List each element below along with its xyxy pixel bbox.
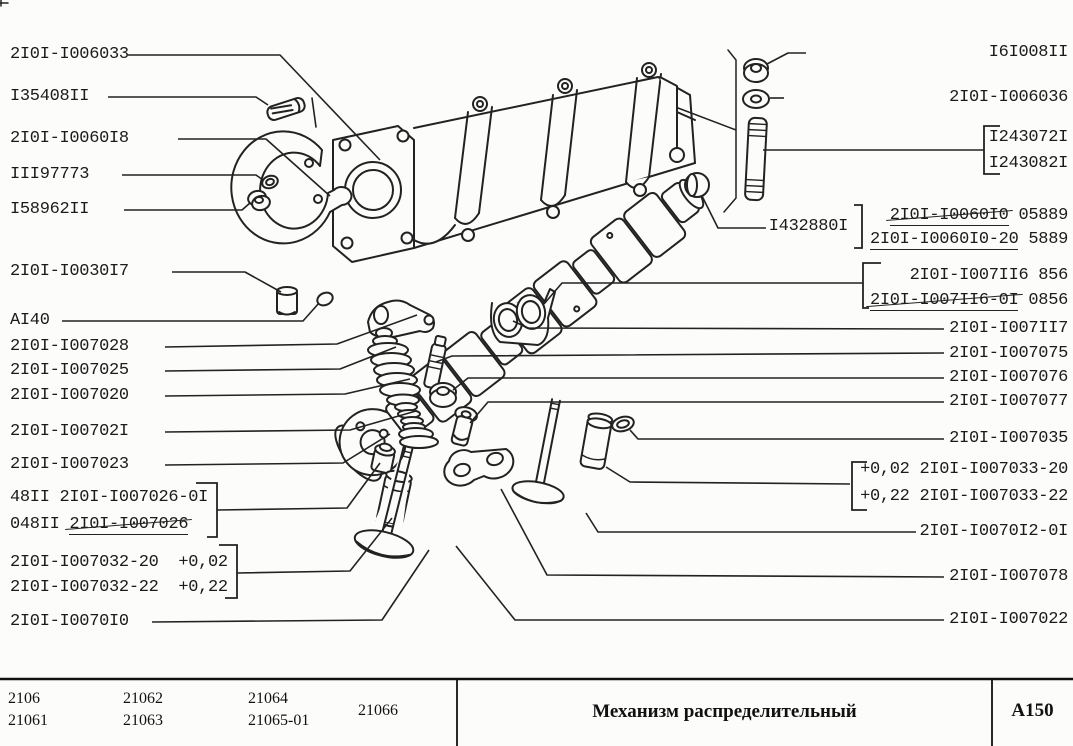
part-label-right-11: 2I0I-I007076 xyxy=(949,368,1068,387)
spring-plate xyxy=(443,448,515,487)
part-label-right-6: 2I0I-I0060I0-20 5889 xyxy=(869,230,1068,250)
part-label-left-15: 2I0I-I007032-22 +0,22 xyxy=(10,578,228,597)
part-label-right-5: 2I0I-I0060I0 05889 xyxy=(889,206,1068,226)
model-number: 21062 xyxy=(123,690,163,707)
part-label-left-6: AI40 xyxy=(10,311,50,330)
corner-mark-icon xyxy=(0,0,9,7)
leader-lines xyxy=(62,52,984,623)
part-label-left-10: 2I0I-I00702I xyxy=(10,422,129,441)
part-label-left-13: 048II 2I0I-I007026 xyxy=(10,515,189,535)
part-label-left-12: 48II 2I0I-I007026-0I xyxy=(10,488,209,507)
dowel-pin xyxy=(266,97,317,128)
part-label-right-1: 2I0I-I006036 xyxy=(949,88,1068,107)
part-label-right-18: 2I0I-I007022 xyxy=(949,610,1068,629)
cam-plug xyxy=(684,172,710,198)
stud-assembly xyxy=(677,49,770,213)
grouping-brackets xyxy=(196,125,1000,599)
small-nut xyxy=(247,189,271,212)
bushing xyxy=(276,286,298,316)
lock-nut xyxy=(429,382,457,408)
part-label-left-2: 2I0I-I0060I8 xyxy=(10,129,129,148)
model-number: 21065-01 xyxy=(248,712,310,729)
part-label-right-7: 2I0I-I007II6 856 xyxy=(909,266,1069,285)
part-label-left-9: 2I0I-I007020 xyxy=(10,386,129,405)
part-label-right-16: 2I0I-I0070I2-0I xyxy=(919,522,1068,541)
part-label-right-3: I243082I xyxy=(988,154,1069,173)
part-label-right-4: I432880I xyxy=(768,217,849,236)
part-label-right-2: I243072I xyxy=(988,128,1069,147)
part-label-right-12: 2I0I-I007077 xyxy=(949,392,1068,411)
part-label-right-0: I6I008II xyxy=(988,43,1069,62)
model-number: 21064 xyxy=(248,690,288,707)
model-number: 21063 xyxy=(123,712,163,729)
rocker-support xyxy=(490,288,556,346)
part-label-left-16: 2I0I-I0070I0 xyxy=(10,612,129,631)
part-label-left-0: 2I0I-I006033 xyxy=(10,45,129,64)
camshaft-housing xyxy=(332,62,696,263)
part-label-right-10: 2I0I-I007075 xyxy=(949,344,1068,363)
part-label-right-14: +0,02 2I0I-I007033-20 xyxy=(860,460,1068,479)
part-label-right-8: 2I0I-I007II6-0I 0856 xyxy=(869,291,1068,311)
part-label-left-7: 2I0I-I007028 xyxy=(10,337,129,356)
seal-ring xyxy=(611,415,635,433)
part-label-left-5: 2I0I-I0030I7 xyxy=(10,262,129,281)
bearing-pellet xyxy=(316,291,334,307)
page-code: А150 xyxy=(1011,700,1054,721)
model-number: 21061 xyxy=(8,712,48,729)
tappet-bolt xyxy=(450,406,478,447)
part-label-left-8: 2I0I-I007025 xyxy=(10,361,129,380)
part-label-right-13: 2I0I-I007035 xyxy=(949,429,1068,448)
intake-valve xyxy=(353,445,415,559)
section-title: Механизм распределительный xyxy=(592,701,857,722)
exhaust-valve xyxy=(511,398,565,505)
footer-table-borders xyxy=(0,677,1073,746)
part-label-left-14: 2I0I-I007032-20 +0,02 xyxy=(10,553,228,572)
part-label-left-3: III97773 xyxy=(10,165,90,184)
part-label-right-17: 2I0I-I007078 xyxy=(949,567,1068,586)
thrust-plate xyxy=(230,130,353,245)
small-washer xyxy=(261,174,279,190)
part-label-right-9: 2I0I-I007II7 xyxy=(949,319,1068,338)
part-label-left-1: I35408II xyxy=(10,87,90,106)
model-number: 21066 xyxy=(358,702,398,719)
model-number: 2106 xyxy=(8,690,40,707)
part-label-left-11: 2I0I-I007023 xyxy=(10,455,129,474)
part-label-left-4: I58962II xyxy=(10,200,90,219)
part-label-right-15: +0,22 2I0I-I007033-22 xyxy=(860,487,1068,506)
valve-guide-exhaust xyxy=(579,412,614,470)
